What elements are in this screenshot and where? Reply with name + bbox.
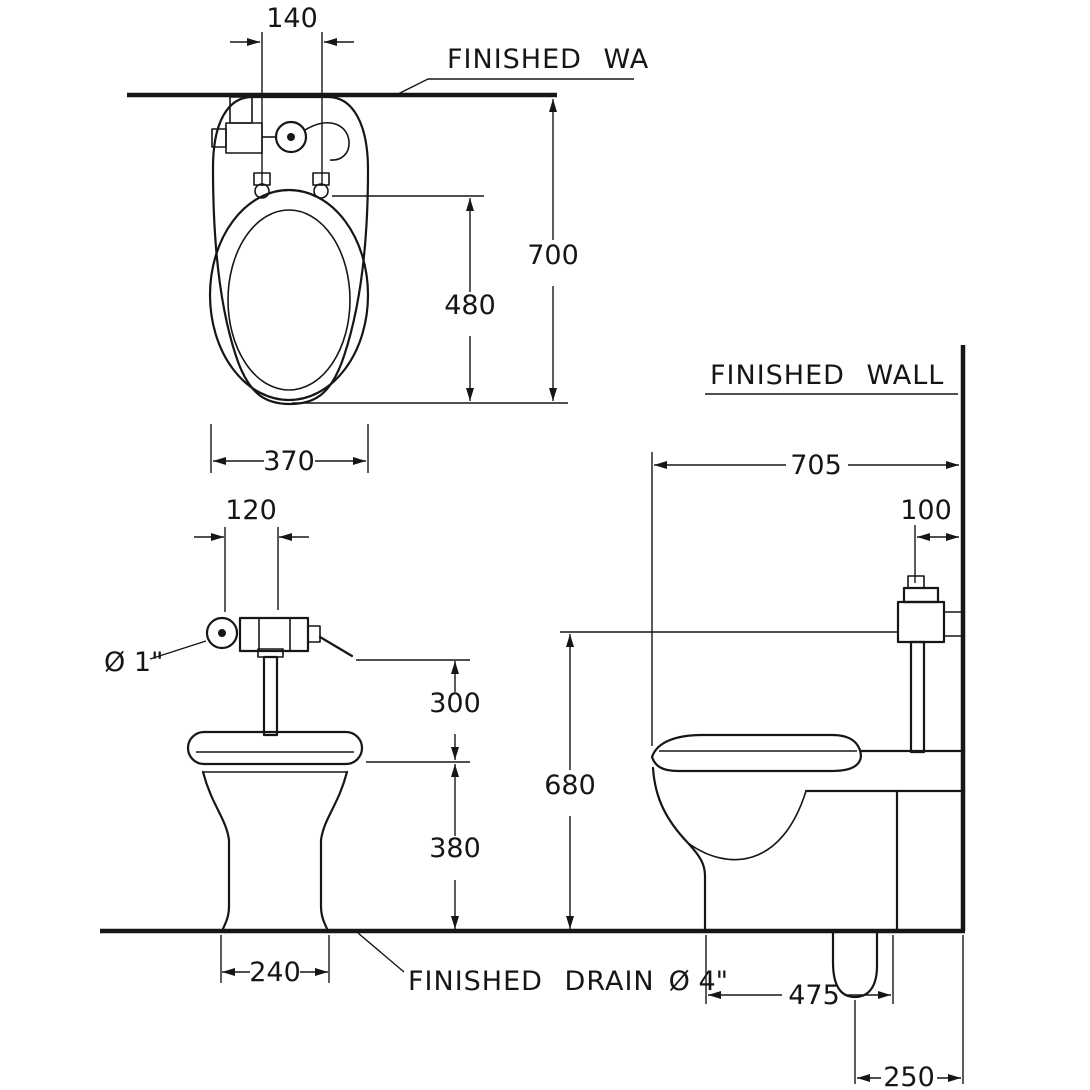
- seat-hinge-right: [313, 183, 329, 199]
- dim-120-text: 120: [225, 495, 277, 526]
- dim-140-text: 140: [266, 3, 318, 34]
- dim-120: 120: [194, 495, 309, 612]
- flush-valve-side: [896, 575, 964, 754]
- finished-drain-text: FINISHED DRAIN Ø 4": [408, 966, 728, 997]
- seat-outer-ellipse: [208, 188, 370, 402]
- leader-line: [149, 640, 207, 660]
- valve-body: [896, 600, 946, 644]
- valve-body: [238, 616, 310, 653]
- bowl-underside-curve: [687, 790, 807, 861]
- dim-480: 480: [332, 195, 496, 401]
- dim-700: 700: [527, 99, 579, 401]
- handle-hub: [307, 625, 321, 643]
- dim-100: 100: [900, 495, 959, 583]
- wall-connection: [229, 96, 253, 124]
- dim-700-text: 700: [527, 240, 579, 271]
- drain-dia-text: Ø 4": [669, 966, 728, 997]
- dim-300: 300: [356, 659, 481, 760]
- hinge-tab-right: [312, 172, 330, 186]
- dim-250: 250: [854, 935, 964, 1090]
- seat-lid-profile: [650, 733, 863, 773]
- toilet-front-fixture: [186, 730, 364, 933]
- dim-240: 240: [220, 935, 330, 988]
- finished-wall-top-text: FINISHED WA: [447, 44, 649, 75]
- tank-outline: [211, 95, 370, 406]
- plan-view: FINISHED WA: [127, 3, 649, 477]
- leader-line: [357, 932, 405, 973]
- dim-370: 370: [210, 424, 369, 477]
- leader-line: [395, 78, 429, 96]
- dim-680-text: 680: [544, 770, 596, 801]
- stop-valve-head: [205, 616, 239, 650]
- supply-dia-label: Ø 1": [104, 640, 207, 678]
- toilet-plan-fixture: [208, 95, 370, 406]
- flush-pipe: [909, 640, 926, 754]
- bowl-front-profile: [651, 766, 707, 933]
- stop-valve-body: [225, 122, 263, 154]
- dim-140: 140: [230, 3, 354, 186]
- valve-head: [274, 120, 308, 154]
- flush-valve-front: [205, 616, 354, 737]
- dim-475: 475: [705, 935, 894, 1011]
- dim-380: 380: [366, 761, 481, 929]
- seat-top: [186, 730, 364, 766]
- dim-250-text: 250: [883, 1062, 935, 1090]
- bowl-left-profile: [201, 770, 231, 933]
- drain-outlet-below-floor: [831, 929, 879, 999]
- dim-705: 705: [651, 450, 959, 746]
- dim-240-text: 240: [249, 957, 301, 988]
- dim-300-text: 300: [429, 688, 481, 719]
- side-view: FINISHED WALL 705 100: [544, 345, 966, 1090]
- dim-480-text: 480: [444, 290, 496, 321]
- bowl-right-profile: [319, 770, 349, 933]
- flush-spout: [304, 122, 350, 161]
- dim-380-text: 380: [429, 833, 481, 864]
- finished-drain-label: FINISHED DRAIN Ø 4": [357, 932, 728, 997]
- dim-705-text: 705: [790, 450, 842, 481]
- flush-valve-plan: [211, 96, 350, 161]
- dim-100-text: 100: [900, 495, 952, 526]
- toilet-side-fixture: [650, 733, 963, 999]
- supply-dia-text: Ø 1": [104, 647, 163, 678]
- handle-lever: [318, 635, 354, 658]
- front-view: 120 Ø 1": [104, 495, 728, 997]
- dim-370-text: 370: [263, 446, 315, 477]
- finished-wall-side-text: FINISHED WALL: [710, 360, 944, 391]
- dim-680: 680: [544, 631, 897, 929]
- finished-drain-words: FINISHED DRAIN: [408, 966, 655, 997]
- flush-pipe: [262, 655, 279, 737]
- valve-center-dot: [287, 133, 295, 141]
- valve-cap: [902, 586, 940, 604]
- finished-wall-side-label: FINISHED WALL: [705, 360, 958, 395]
- valve-top-screw: [907, 575, 925, 589]
- wall-supply-inlet: [943, 611, 964, 637]
- stop-valve-cap: [211, 128, 227, 148]
- dim-475-text: 475: [788, 980, 840, 1011]
- stop-valve-dot: [218, 629, 226, 637]
- finished-wall-top-label: FINISHED WA: [395, 44, 649, 96]
- seat-inner-ellipse: [227, 209, 351, 391]
